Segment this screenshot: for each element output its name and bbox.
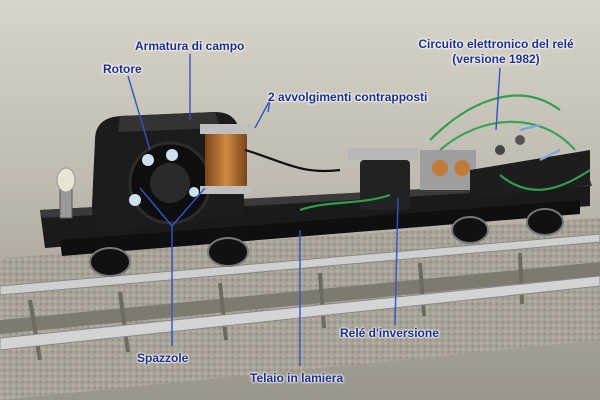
leader-lines (127, 54, 501, 366)
field-coil (200, 124, 252, 194)
label-circuito-elettronico: Circuito elettronico del relé (versione … (407, 37, 585, 67)
label-avvolgimenti: 2 avvolgimenti contrapposti (268, 90, 428, 104)
label-rele-inversione: Relé d'inversione (340, 326, 439, 340)
label-circuito-line2: (versione 1982) (452, 52, 540, 66)
headlight-bulb (56, 167, 76, 219)
wires (244, 94, 591, 212)
label-rotore: Rotore (103, 62, 142, 76)
wheels (89, 208, 564, 277)
label-spazzole: Spazzole (137, 351, 189, 365)
reversing-relay (348, 148, 476, 210)
label-circuito-line1: Circuito elettronico del relé (418, 37, 574, 51)
label-armatura-di-campo: Armatura di campo (135, 39, 245, 53)
label-telaio: Telaio in lamiera (250, 371, 344, 385)
electronics-board (470, 135, 590, 200)
